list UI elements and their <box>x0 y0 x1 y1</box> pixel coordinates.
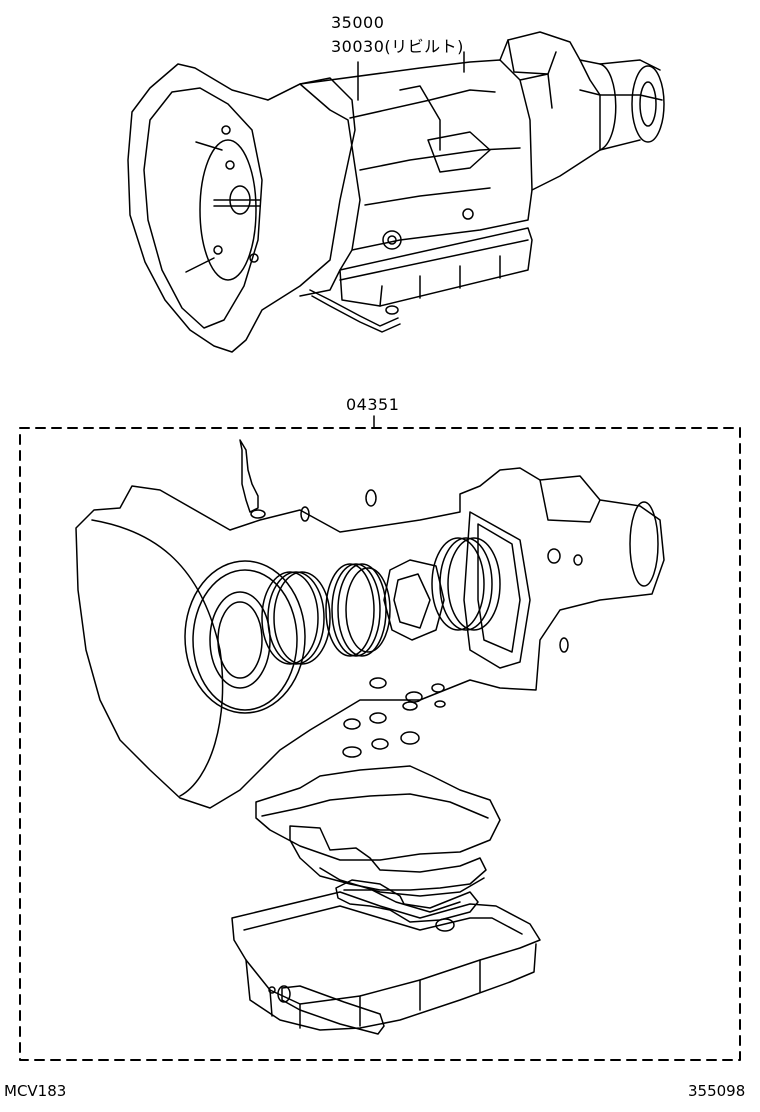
part-number-30030: 30030(リビルト) <box>331 38 464 56</box>
part-number-35000: 35000 <box>331 13 385 32</box>
model-code: MCV183 <box>4 1082 67 1100</box>
transmission-assembly-illustration <box>128 32 664 352</box>
part-number-30030-note: (リビルト) <box>384 37 464 56</box>
illustration-code: 355098 <box>688 1082 746 1100</box>
kit-dashed-border <box>20 428 740 1060</box>
part-number-04351: 04351 <box>346 395 400 414</box>
overhaul-gasket-kit-illustration <box>76 440 664 1034</box>
part-number-30030-code: 30030 <box>331 37 385 56</box>
